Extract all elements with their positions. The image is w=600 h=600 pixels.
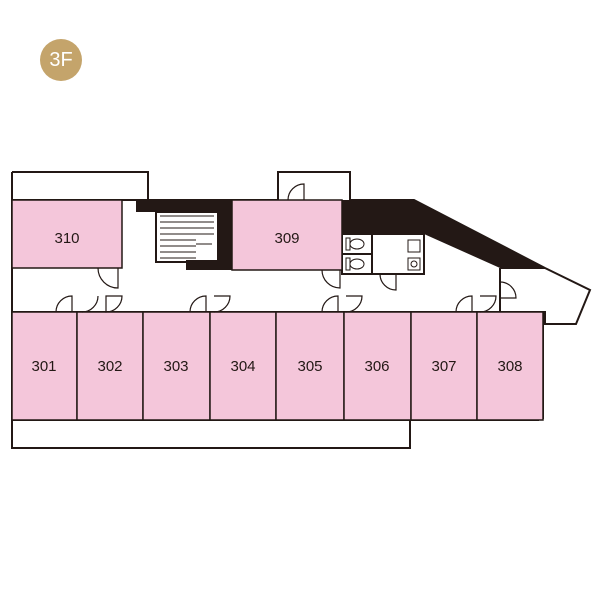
room-302-label: 302 (97, 358, 122, 375)
sink-fixture (407, 239, 421, 253)
room-305-label: 305 (297, 358, 322, 375)
toilet-fixture (345, 257, 351, 271)
door-swing (455, 295, 473, 313)
toilet-fixture (345, 237, 351, 251)
door-swing (321, 269, 341, 289)
room-301-label: 301 (31, 358, 56, 375)
room-308-label: 308 (497, 358, 522, 375)
sink-fixture (407, 257, 421, 271)
floor-label: 3F (49, 48, 73, 71)
door-swing (345, 295, 363, 313)
room-303-label: 303 (163, 358, 188, 375)
room-306 (343, 311, 412, 421)
room-308 (476, 311, 544, 421)
room-306-label: 306 (364, 358, 389, 375)
room-304-label: 304 (230, 358, 255, 375)
stair-box (155, 211, 219, 263)
door-swing (105, 295, 123, 313)
door-swing (479, 295, 497, 313)
room-307 (410, 311, 478, 421)
wall-block (342, 200, 545, 268)
door-swing (213, 295, 231, 313)
room-309 (231, 199, 343, 271)
room-307-label: 307 (431, 358, 456, 375)
room-309-label: 309 (274, 230, 299, 247)
room-305 (275, 311, 345, 421)
door-swing (379, 273, 397, 291)
wall-block (186, 260, 232, 270)
door-swing (321, 295, 339, 313)
toilet-fixture (349, 238, 365, 250)
door-swing (499, 281, 517, 299)
door-swing (97, 267, 119, 289)
toilet-fixture (349, 258, 365, 270)
door-swing (55, 295, 73, 313)
room-310 (11, 199, 123, 269)
wall-block (218, 212, 232, 262)
floor-badge: 3F (40, 39, 82, 81)
room-303 (142, 311, 211, 421)
room-310-label: 310 (54, 230, 79, 247)
sink-basin (410, 260, 418, 268)
door-swing (287, 183, 305, 201)
door-swing (81, 295, 99, 313)
wall-block (136, 200, 232, 212)
door-swing (189, 295, 207, 313)
